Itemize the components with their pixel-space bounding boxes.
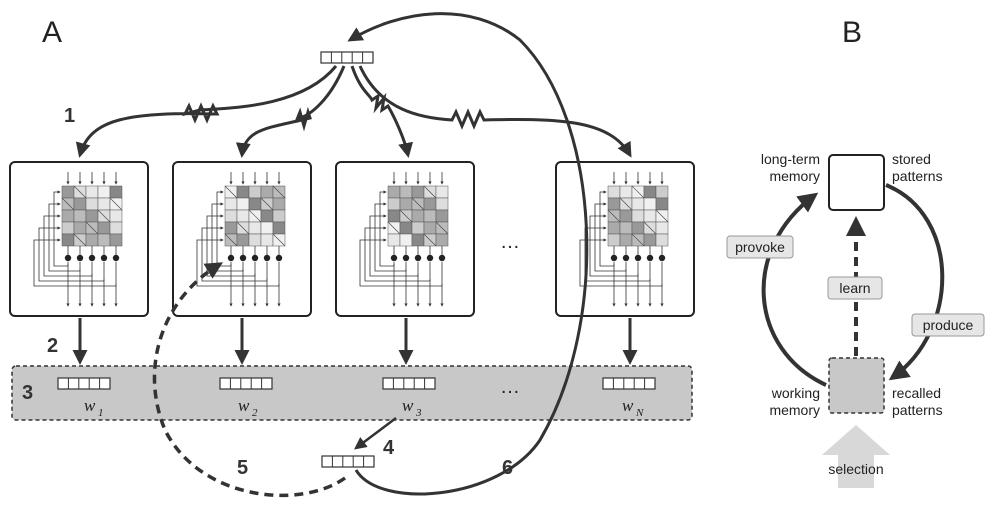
memory-label-subscript: 1 (98, 407, 104, 419)
label-patterns-top: patterns (892, 168, 943, 184)
network-modules (9, 161, 695, 317)
panel-letter-b: B (842, 16, 862, 49)
memory-label: w (238, 396, 250, 415)
learning-arrow (152, 262, 347, 498)
tag-provoke: provoke (726, 235, 794, 259)
memory-label-subscript: 3 (415, 407, 422, 419)
label-stored: stored (892, 151, 931, 167)
label-memory-top: memory (769, 168, 820, 184)
working-memory-band (11, 365, 693, 421)
step-3: 3 (22, 382, 33, 404)
network-module (172, 161, 312, 317)
input-pattern-vector (320, 51, 374, 64)
ellipsis-networks: … (500, 231, 520, 253)
network-module (335, 161, 475, 317)
svg-text:produce: produce (923, 317, 974, 333)
selection-label: selection (828, 461, 883, 477)
selection-block-arrow (822, 425, 890, 488)
step-2: 2 (47, 335, 58, 357)
svg-text:provoke: provoke (735, 239, 785, 255)
provoke-arrow (761, 192, 827, 387)
produce-arrow (885, 183, 945, 381)
tag-learn: learn (827, 276, 883, 300)
memory-label-subscript: N (635, 407, 644, 419)
memory-label: w (622, 396, 634, 415)
memory-label: w (402, 396, 414, 415)
label-working: working (771, 385, 820, 401)
feedback-loop-arrow (347, 12, 589, 496)
memory-label-subscript: 2 (252, 407, 258, 419)
svg-text:learn: learn (839, 280, 870, 296)
network-module (555, 161, 695, 317)
step-1: 1 (64, 105, 75, 127)
working-memory-box (828, 357, 885, 414)
ellipsis-memory: … (500, 376, 520, 398)
selected-pattern-vector (321, 455, 375, 468)
step-5: 5 (237, 457, 248, 479)
step-4: 4 (383, 437, 395, 459)
label-recalled: recalled (892, 385, 941, 401)
label-long-term: long-term (761, 151, 820, 167)
label-patterns-bottom: patterns (892, 402, 943, 418)
memory-label: w (84, 396, 96, 415)
long-term-memory-box (828, 154, 885, 211)
tag-produce: produce (911, 313, 985, 337)
selection-arrow (354, 417, 397, 450)
output-arrows (72, 318, 638, 365)
step-6: 6 (502, 457, 513, 479)
panel-letter-a: A (42, 16, 62, 49)
network-module (9, 161, 149, 317)
label-memory-bottom: memory (769, 402, 820, 418)
input-arrows (75, 65, 632, 158)
